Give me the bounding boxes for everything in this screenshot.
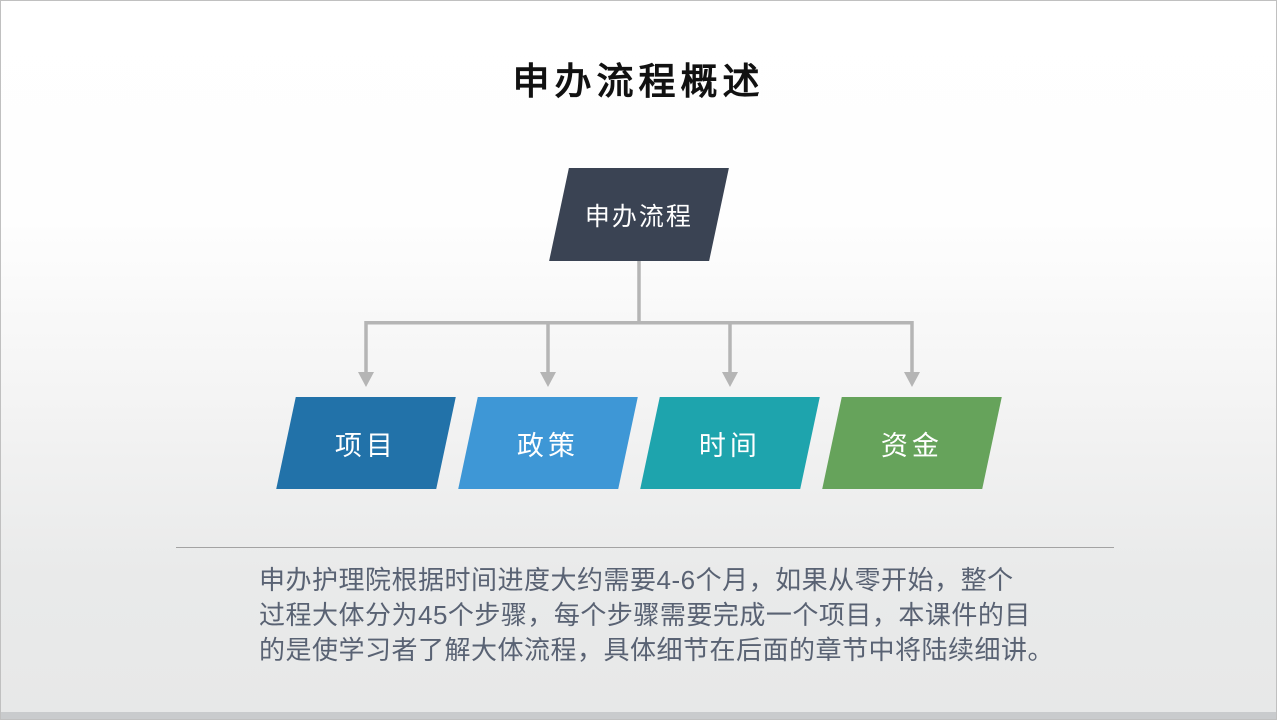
diagram-node-time-label: 时间 bbox=[699, 430, 761, 461]
section-divider bbox=[176, 547, 1114, 548]
diagram-node-root-label: 申办流程 bbox=[584, 202, 693, 231]
diagram-node-funds: 资金 bbox=[822, 397, 1002, 489]
diagram-node-root: 申办流程 bbox=[549, 168, 729, 261]
arrowhead-down-icon bbox=[904, 372, 920, 387]
arrowheads bbox=[358, 372, 920, 387]
diagram-node-policy-label: 政策 bbox=[517, 430, 579, 461]
diagram-node-policy: 政策 bbox=[458, 397, 638, 489]
diagram-node-project: 项目 bbox=[276, 397, 456, 489]
arrowhead-down-icon bbox=[540, 372, 556, 387]
description-line-1: 申办护理院根据时间进度大约需要4-6个月，如果从零开始，整个 bbox=[259, 565, 1014, 595]
arrowhead-down-icon bbox=[358, 372, 374, 387]
description-line-3: 的是使学习者了解大体流程，具体细节在后面的章节中将陆续细讲。 bbox=[259, 635, 1055, 665]
description-line-2: 过程大体分为45个步骤，每个步骤需要完成一个项目，本课件的目 bbox=[259, 600, 1031, 630]
diagram-node-funds-label: 资金 bbox=[881, 430, 943, 461]
diagram-node-time: 时间 bbox=[640, 397, 820, 489]
description-paragraph: 申办护理院根据时间进度大约需要4-6个月，如果从零开始，整个 过程大体分为45个… bbox=[259, 563, 1054, 668]
connector-lines bbox=[364, 261, 914, 373]
diagram-node-project-label: 项目 bbox=[335, 430, 397, 461]
arrowhead-down-icon bbox=[722, 372, 738, 387]
slide-bottom-edge bbox=[1, 712, 1276, 719]
slide-title: 申办流程概述 bbox=[512, 61, 765, 102]
